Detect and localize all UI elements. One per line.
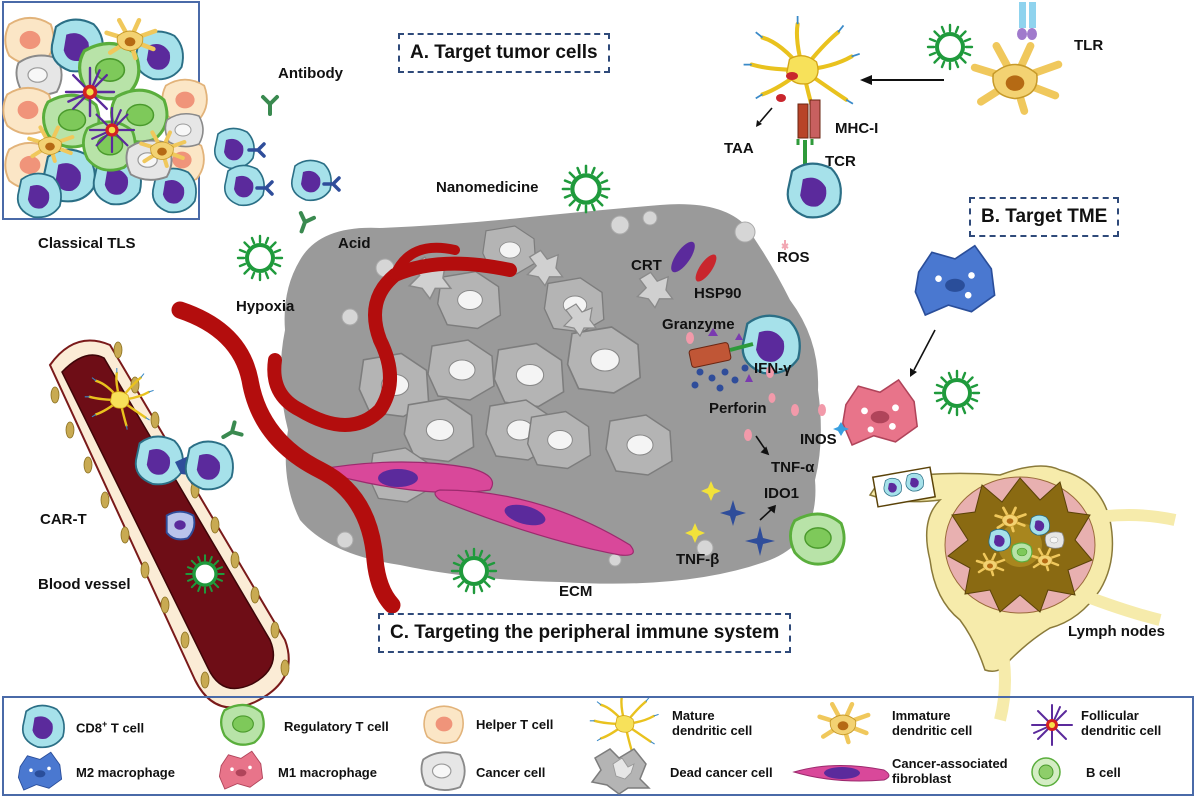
label-tnf-b: TNF-β	[676, 551, 720, 568]
legend-cd8: CD8+ T cell	[76, 719, 145, 736]
label-perforin: Perforin	[709, 400, 767, 417]
antibody-icon	[261, 95, 279, 116]
cd8-cell	[213, 127, 255, 170]
lymph-node	[868, 465, 1177, 722]
legend-dead-cancer: Dead cancer cell	[670, 765, 773, 780]
legend-b-cell: B cell	[1086, 765, 1121, 780]
section-a-title: A. Target tumor cells	[398, 33, 610, 73]
label-tcr: TCR	[825, 153, 856, 170]
label-lymph-nodes: Lymph nodes	[1068, 623, 1165, 640]
label-hsp90: HSP90	[694, 285, 742, 302]
label-tnf-a: TNF-α	[771, 459, 815, 476]
legend-cancer: Cancer cell	[476, 765, 546, 780]
legend-m2: M2 macrophage	[76, 765, 175, 780]
legend-treg: Regulatory T cell	[284, 719, 389, 734]
label-granzyme: Granzyme	[662, 316, 735, 333]
m2-macrophage	[914, 244, 996, 317]
vessel-ribbon	[171, 301, 401, 614]
blood-vessel	[48, 339, 290, 709]
legend-icons	[17, 698, 1073, 795]
label-ecm: ECM	[559, 583, 593, 600]
label-car-t: CAR-T	[40, 511, 87, 528]
legend-helper: Helper T cell	[476, 717, 554, 732]
label-blood-vessel: Blood vessel	[38, 576, 131, 593]
label-taa: TAA	[724, 140, 754, 157]
label-classical-tls: Classical TLS	[38, 235, 136, 252]
label-acid: Acid	[338, 235, 371, 252]
section-c-title: C. Targeting the peripheral immune syste…	[378, 613, 792, 653]
label-mhc: MHC-I	[835, 120, 879, 137]
label-ifn: IFN-γ	[754, 360, 792, 377]
label-nanomedicine: Nanomedicine	[436, 179, 539, 196]
m1-macrophage	[841, 378, 919, 447]
label-crt: CRT	[631, 257, 662, 274]
label-antibody: Antibody	[278, 65, 343, 82]
section-b-title: B. Target TME	[969, 197, 1120, 237]
legend-box: CD8+ T cell Regulatory T cell Helper T c…	[2, 696, 1194, 796]
legend-m1: M1 macrophage	[278, 765, 377, 780]
label-tlr: TLR	[1074, 37, 1104, 54]
label-ido1: IDO1	[764, 485, 800, 502]
label-inos: INOS	[800, 431, 837, 448]
nanomedicine-icon	[236, 234, 284, 282]
tlr-receptor	[1017, 2, 1037, 40]
label-hypoxia: Hypoxia	[236, 298, 295, 315]
label-ros: ROS	[777, 249, 810, 266]
